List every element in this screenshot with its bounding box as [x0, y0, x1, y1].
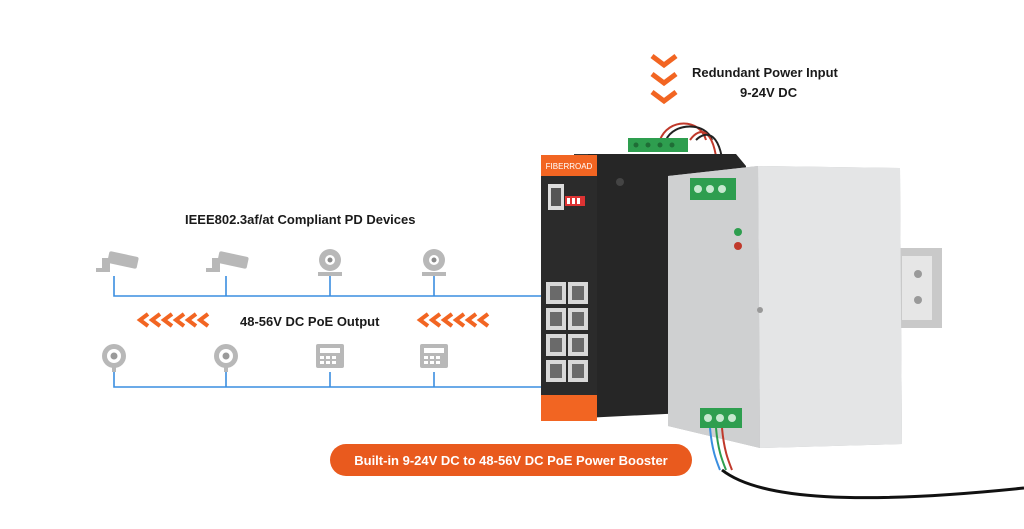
access-controller-icon [420, 344, 448, 368]
pd-devices-label: IEEE802.3af/at Compliant PD Devices [185, 212, 416, 227]
line-row1 [113, 276, 545, 297]
camera-icon [96, 251, 139, 272]
flow-arrows-left-icon [416, 312, 490, 328]
power-input-label: Redundant Power Input [692, 65, 838, 80]
flow-arrows-down-icon [650, 54, 678, 105]
output-cables [709, 427, 1024, 500]
brand-label: FIBERROAD [546, 162, 593, 171]
fisheye-camera-icon [102, 344, 126, 372]
fisheye-camera-icon [214, 344, 238, 372]
access-controller-icon [316, 344, 344, 368]
camera-icon [206, 251, 249, 272]
poe-output-label: 48-56V DC PoE Output [240, 314, 380, 329]
power-booster-module [668, 166, 902, 448]
booster-badge: Built-in 9-24V DC to 48-56V DC PoE Power… [330, 444, 692, 476]
flow-arrows-left-icon [136, 312, 210, 328]
top-terminal-block [628, 138, 688, 152]
connection-lines [113, 276, 545, 388]
dome-camera-icon [318, 249, 342, 276]
dome-camera-icon [422, 249, 446, 276]
power-input-voltage: 9-24V DC [740, 85, 798, 100]
line-row2 [113, 372, 545, 388]
